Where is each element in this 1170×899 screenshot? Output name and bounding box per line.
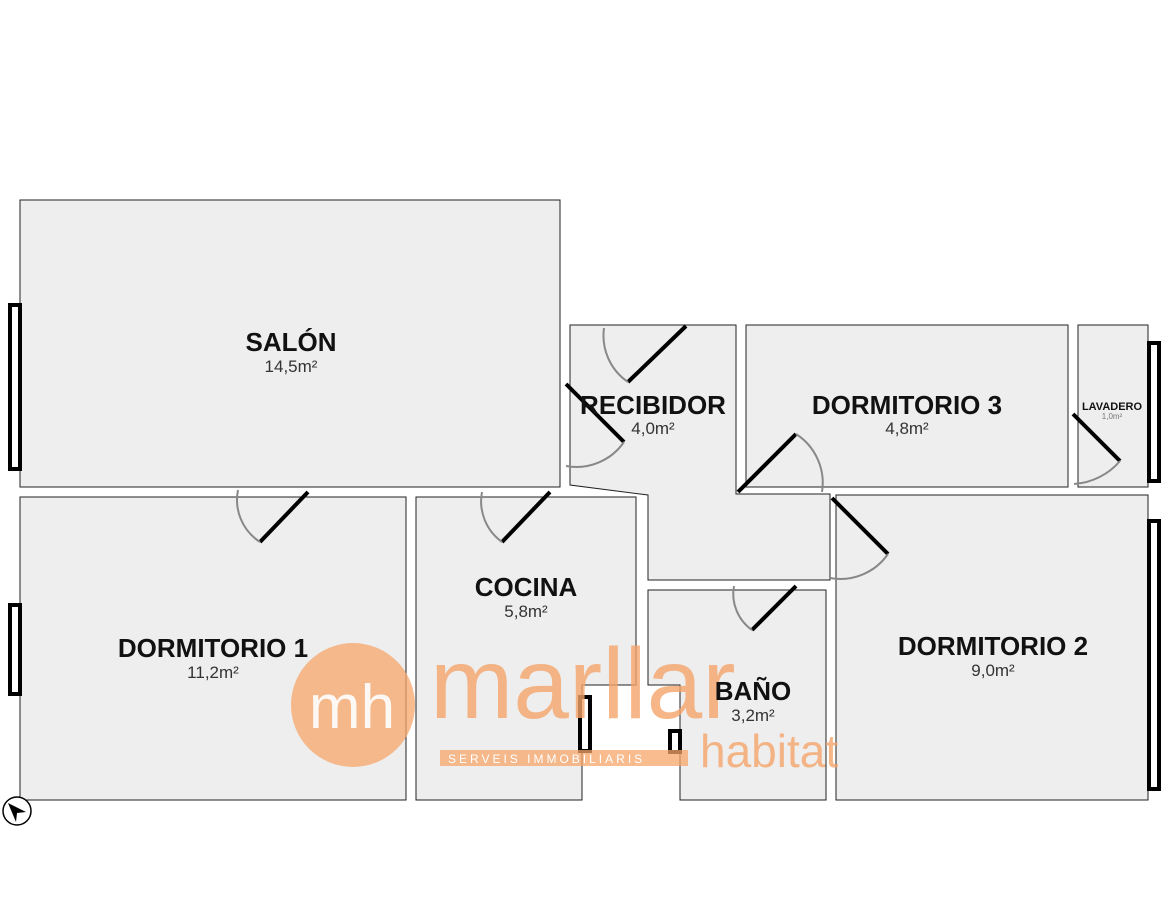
area-bano: 3,2m² <box>731 706 775 725</box>
door-salon-recibidor <box>564 382 626 468</box>
label-dormitorio-1: DORMITORIO 1 <box>118 633 308 663</box>
svg-text:habitat: habitat <box>700 725 838 777</box>
label-recibidor: RECIBIDOR <box>580 390 726 420</box>
window <box>1147 341 1161 483</box>
window <box>1147 519 1161 791</box>
room-recibidor <box>569 324 831 581</box>
label-bano: BAÑO <box>715 676 792 706</box>
window <box>8 303 22 471</box>
label-dormitorio-2: DORMITORIO 2 <box>898 631 1088 661</box>
area-salon: 14,5m² <box>265 357 318 376</box>
area-recibidor: 4,0m² <box>631 419 675 438</box>
area-dormitorio-1: 11,2m² <box>187 663 239 682</box>
label-lavadero: LAVADERO <box>1082 401 1143 413</box>
label-salon: SALÓN <box>246 327 337 357</box>
door-cocina <box>480 490 552 544</box>
room-dormitorio-2 <box>835 494 1149 801</box>
area-lavadero: 1,0m² <box>1102 412 1123 421</box>
door-dormitorio3 <box>736 432 824 494</box>
door-lavadero <box>1071 412 1122 485</box>
area-dormitorio-3: 4,8m² <box>885 419 929 438</box>
compass-icon <box>2 796 32 826</box>
svg-text:marllar: marllar <box>430 628 736 740</box>
door-dormitorio2 <box>829 496 890 580</box>
window <box>8 603 22 696</box>
room-bano <box>647 589 827 801</box>
svg-text:SERVEIS IMMOBILIARIS: SERVEIS IMMOBILIARIS <box>448 752 645 766</box>
label-dormitorio-3: DORMITORIO 3 <box>812 390 1002 420</box>
room-salon <box>19 199 561 488</box>
room-lavadero <box>1077 324 1149 488</box>
door-recibidor-top <box>602 324 688 384</box>
label-cocina: COCINA <box>475 572 578 602</box>
svg-text:mh: mh <box>309 673 395 742</box>
area-cocina: 5,8m² <box>504 602 548 621</box>
room-dormitorio-3 <box>745 324 1069 488</box>
door-salon-dormitorio1 <box>236 489 310 544</box>
area-dormitorio-2: 9,0m² <box>971 661 1015 680</box>
door-bano <box>732 584 798 632</box>
watermark-logo: mh marllar SERVEIS IMMOBILIARIS habitat <box>291 628 838 777</box>
